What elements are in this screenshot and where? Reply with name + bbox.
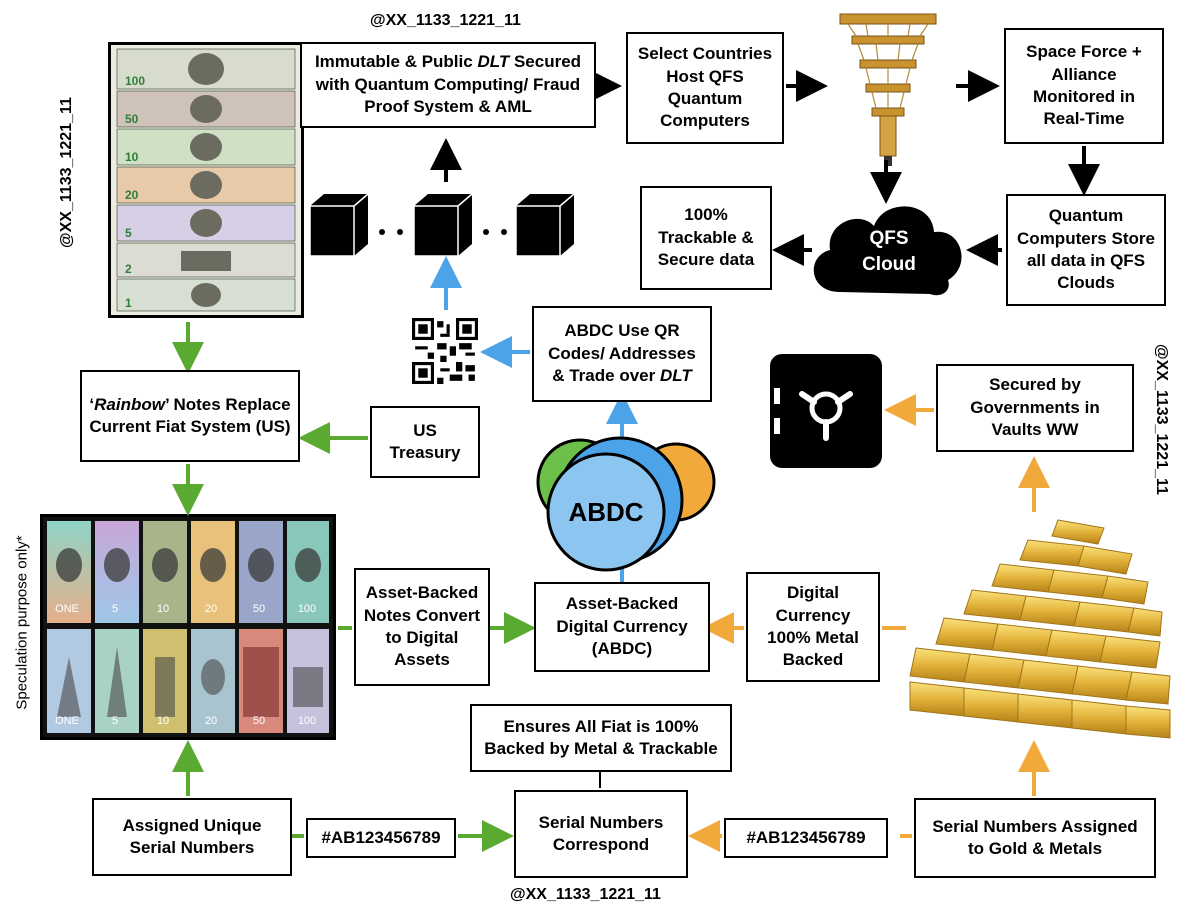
rainbow-em: Rainbow (94, 394, 165, 414)
blockchain-blocks (309, 193, 575, 257)
vault-safe-icon (768, 352, 884, 470)
block-cube-2 (413, 193, 473, 257)
space-force-text: Space Force + Alliance Monitored in Real… (1026, 42, 1142, 129)
abdc-qr-box: ABDC Use QR Codes/ Addresses & Trade ove… (532, 306, 712, 402)
asset-notes-box: Asset-Backed Notes Convert to Digital As… (354, 568, 490, 686)
banknote-values-top: ONE 5 10 20 50 100 (43, 603, 333, 615)
banknote-value: 10 (156, 715, 170, 727)
banknote-values-bottom: ONE 5 10 20 50 100 (43, 715, 333, 727)
rainbow-notes-box: ‘Rainbow’ Notes Replace Current Fiat Sys… (80, 370, 300, 462)
assigned-unique-text: Assigned Unique Serial Numbers (122, 815, 262, 857)
banknote-value: 100 (297, 715, 317, 727)
quantum-store-box: Quantum Computers Store all data in QFS … (1006, 194, 1166, 306)
abdc-currency-strong: (ABDC) (591, 639, 653, 659)
trackable-data-box: 100% Trackable & Secure data (640, 186, 772, 290)
svg-text:10: 10 (125, 150, 139, 164)
dollar-bills-image: 100 50 10 20 5 2 1 (108, 42, 304, 318)
secured-governments-text: Secured by Governments in Vaults WW (970, 375, 1100, 440)
abdc-currency-text: Asset-Backed Digital Currency (ABDC) (542, 593, 702, 660)
rainbow-notes-text: ‘Rainbow’ Notes Replace Current Fiat Sys… (88, 394, 292, 439)
banknote-value: ONE (55, 715, 79, 727)
orange-arrows (688, 394, 1050, 852)
svg-text:2: 2 (125, 262, 132, 276)
ensures-fiat-box: Ensures All Fiat is 100% Backed by Metal… (470, 704, 732, 772)
digital-metal-text: Digital Currency 100% Metal Backed (767, 583, 859, 670)
banknote-value: 50 (252, 603, 266, 615)
speculation-note: Speculation purpose only* (13, 535, 31, 710)
serial-gold-text: Serial Numbers Assigned to Gold & Metals (932, 816, 1138, 858)
select-countries-text: Select Countries Host QFS Quantum Comput… (637, 44, 773, 131)
watermark-left: @XX_1133_1221_11 (58, 97, 75, 248)
ellipsis-dots (379, 229, 507, 235)
serial-correspond-text: Serial Numbers Correspond (538, 812, 664, 854)
svg-text:100: 100 (125, 74, 145, 88)
abdc-coin-label: ABDC (568, 497, 644, 527)
serial-code-left-text: #AB123456789 (321, 827, 441, 847)
abdc-currency-box: Asset-Backed Digital Currency (ABDC) (534, 582, 710, 672)
banknote-value: ONE (55, 603, 79, 615)
serial-gold-box: Serial Numbers Assigned to Gold & Metals (914, 798, 1156, 878)
immutable-dlt-pre: Immutable & Public (314, 52, 478, 72)
serial-code-right-text: #AB123456789 (746, 827, 866, 847)
banknote-value: 100 (297, 603, 317, 615)
immutable-dlt-em: DLT (477, 52, 510, 72)
quantum-store-text: Quantum Computers Store all data in QFS … (1017, 206, 1155, 293)
svg-text:50: 50 (125, 112, 139, 126)
banknote-value: 5 (111, 715, 119, 727)
qr-code-icon (412, 318, 478, 384)
block-cube-1 (309, 193, 369, 257)
svg-text:5: 5 (125, 226, 132, 240)
immutable-dlt-post: Secured with Quantum Computing/ Fraud Pr… (315, 52, 582, 117)
abdc-currency-main: Asset-Backed Digital Currency (556, 594, 688, 636)
asset-notes-text: Asset-Backed Notes Convert to Digital As… (363, 583, 481, 670)
space-force-box: Space Force + Alliance Monitored in Real… (1004, 28, 1164, 144)
svg-text:1: 1 (125, 296, 132, 310)
watermark-bottom: @XX_1133_1221_11 (510, 886, 661, 903)
select-countries-box: Select Countries Host QFS Quantum Comput… (626, 32, 784, 144)
qfs-cloud-shape (813, 206, 962, 296)
abdc-coin-icon (536, 436, 716, 572)
rainbow-rest: ’ Notes Replace Current Fiat System (US) (89, 394, 291, 436)
qfs-cloud-label: QFS Cloud (826, 226, 952, 277)
serial-correspond-box: Serial Numbers Correspond (514, 790, 688, 878)
block-cube-3 (515, 193, 575, 257)
black-arrows (430, 70, 1100, 266)
secured-governments-box: Secured by Governments in Vaults WW (936, 364, 1134, 452)
cloud-label-line: Cloud (862, 253, 916, 275)
trackable-data-text: 100% Trackable & Secure data (657, 205, 755, 270)
watermark-right: @XX_1133_1221_11 (1153, 344, 1170, 495)
immutable-dlt-box: Immutable & Public DLT Secured with Quan… (300, 42, 596, 128)
svg-text:20: 20 (125, 188, 139, 202)
watermark-top: @XX_1133_1221_11 (370, 12, 521, 29)
ensures-fiat-text: Ensures All Fiat is 100% Backed by Metal… (484, 716, 718, 758)
abdc-qr-mid: Use QR Codes/ Addresses & Trade over (548, 321, 696, 386)
digital-metal-box: Digital Currency 100% Metal Backed (746, 572, 880, 682)
us-treasury-text: US Treasury (389, 420, 461, 462)
banknote-value: 10 (156, 603, 170, 615)
banknote-value: 20 (204, 715, 218, 727)
abdc-qr-strong: ABDC (564, 321, 614, 341)
gold-bars-image (908, 516, 1172, 746)
cloud-label-line: QFS (869, 228, 909, 249)
serial-code-left-box: #AB123456789 (306, 818, 456, 858)
serial-code-right-box: #AB123456789 (724, 818, 888, 858)
banknote-value: 20 (204, 603, 218, 615)
abdc-qr-text: ABDC Use QR Codes/ Addresses & Trade ove… (540, 320, 704, 387)
green-arrows (172, 322, 536, 852)
us-treasury-box: US Treasury (370, 406, 480, 478)
banknote-value: 5 (111, 603, 119, 615)
immutable-dlt-text: Immutable & Public DLT Secured with Quan… (308, 51, 588, 118)
quantum-computer-image (826, 8, 950, 170)
assigned-unique-box: Assigned Unique Serial Numbers (92, 798, 292, 876)
abdc-qr-em: DLT (659, 366, 692, 386)
rainbow-q1: ‘ (89, 394, 95, 414)
banknote-value: 50 (252, 715, 266, 727)
